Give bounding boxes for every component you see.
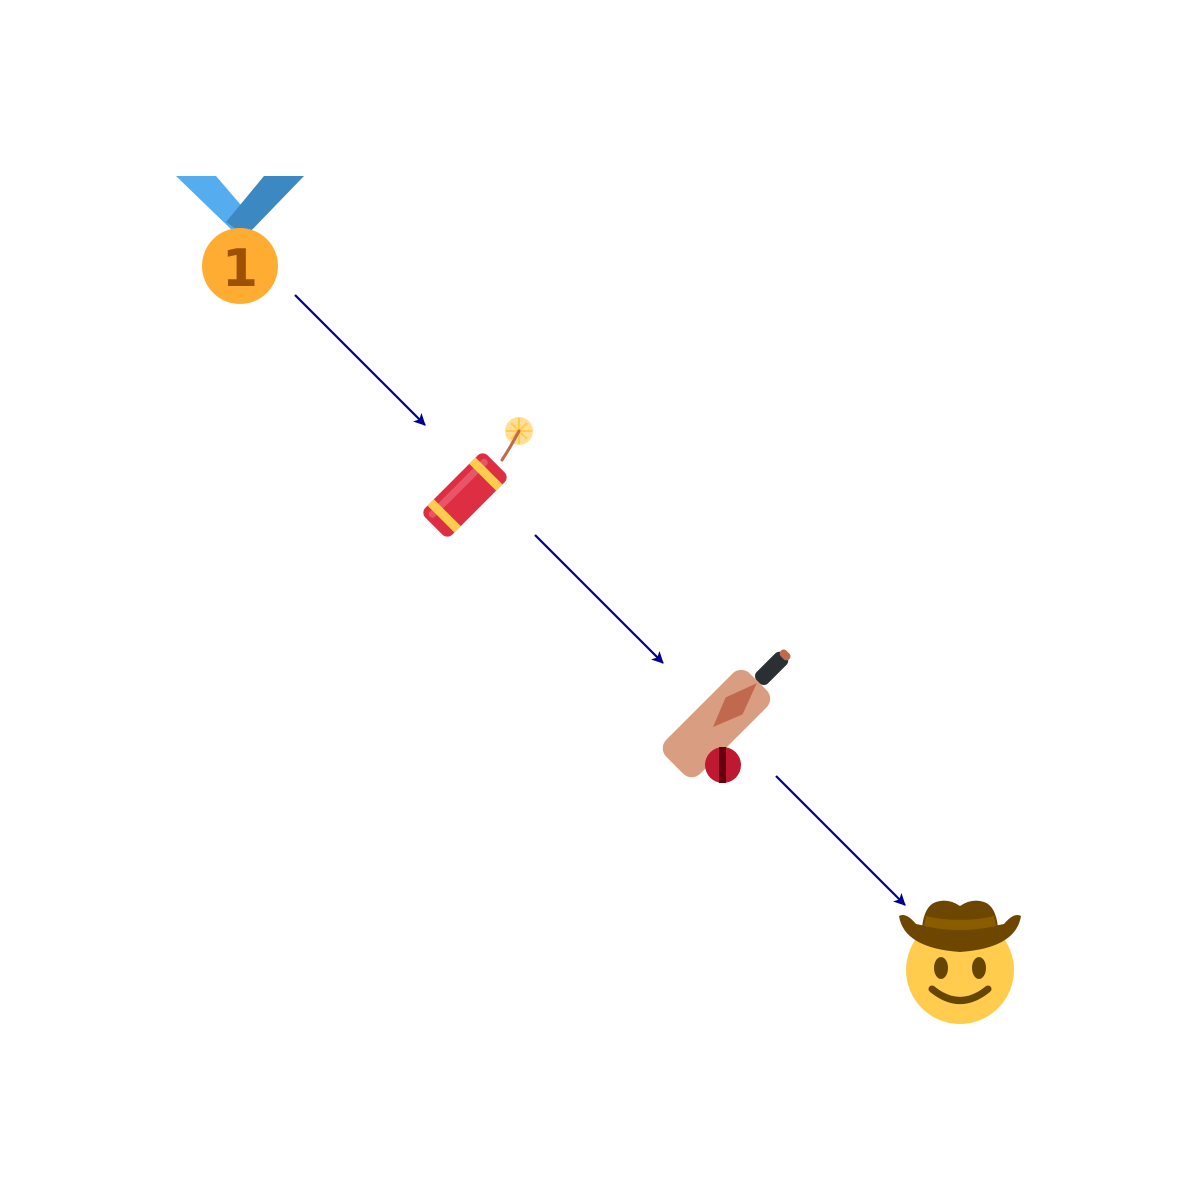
medal-number-label: 1 xyxy=(222,239,258,299)
node-first-place-medal: 1 xyxy=(176,176,304,304)
firecracker-icon xyxy=(423,417,533,537)
cowboy-hat-face-icon xyxy=(899,900,1021,1024)
node-cowboy-face xyxy=(899,900,1021,1024)
edge-cricket-to-cowboy xyxy=(775,775,906,906)
node-firecracker xyxy=(423,417,533,537)
node-cricket-game xyxy=(662,649,791,783)
edges xyxy=(294,294,906,906)
edge-firecracker-to-cricket xyxy=(534,534,664,664)
first-place-medal-icon: 1 xyxy=(176,176,304,304)
cricket-bat-and-ball-icon xyxy=(662,649,791,783)
edge-medal-to-firecracker xyxy=(294,294,426,426)
